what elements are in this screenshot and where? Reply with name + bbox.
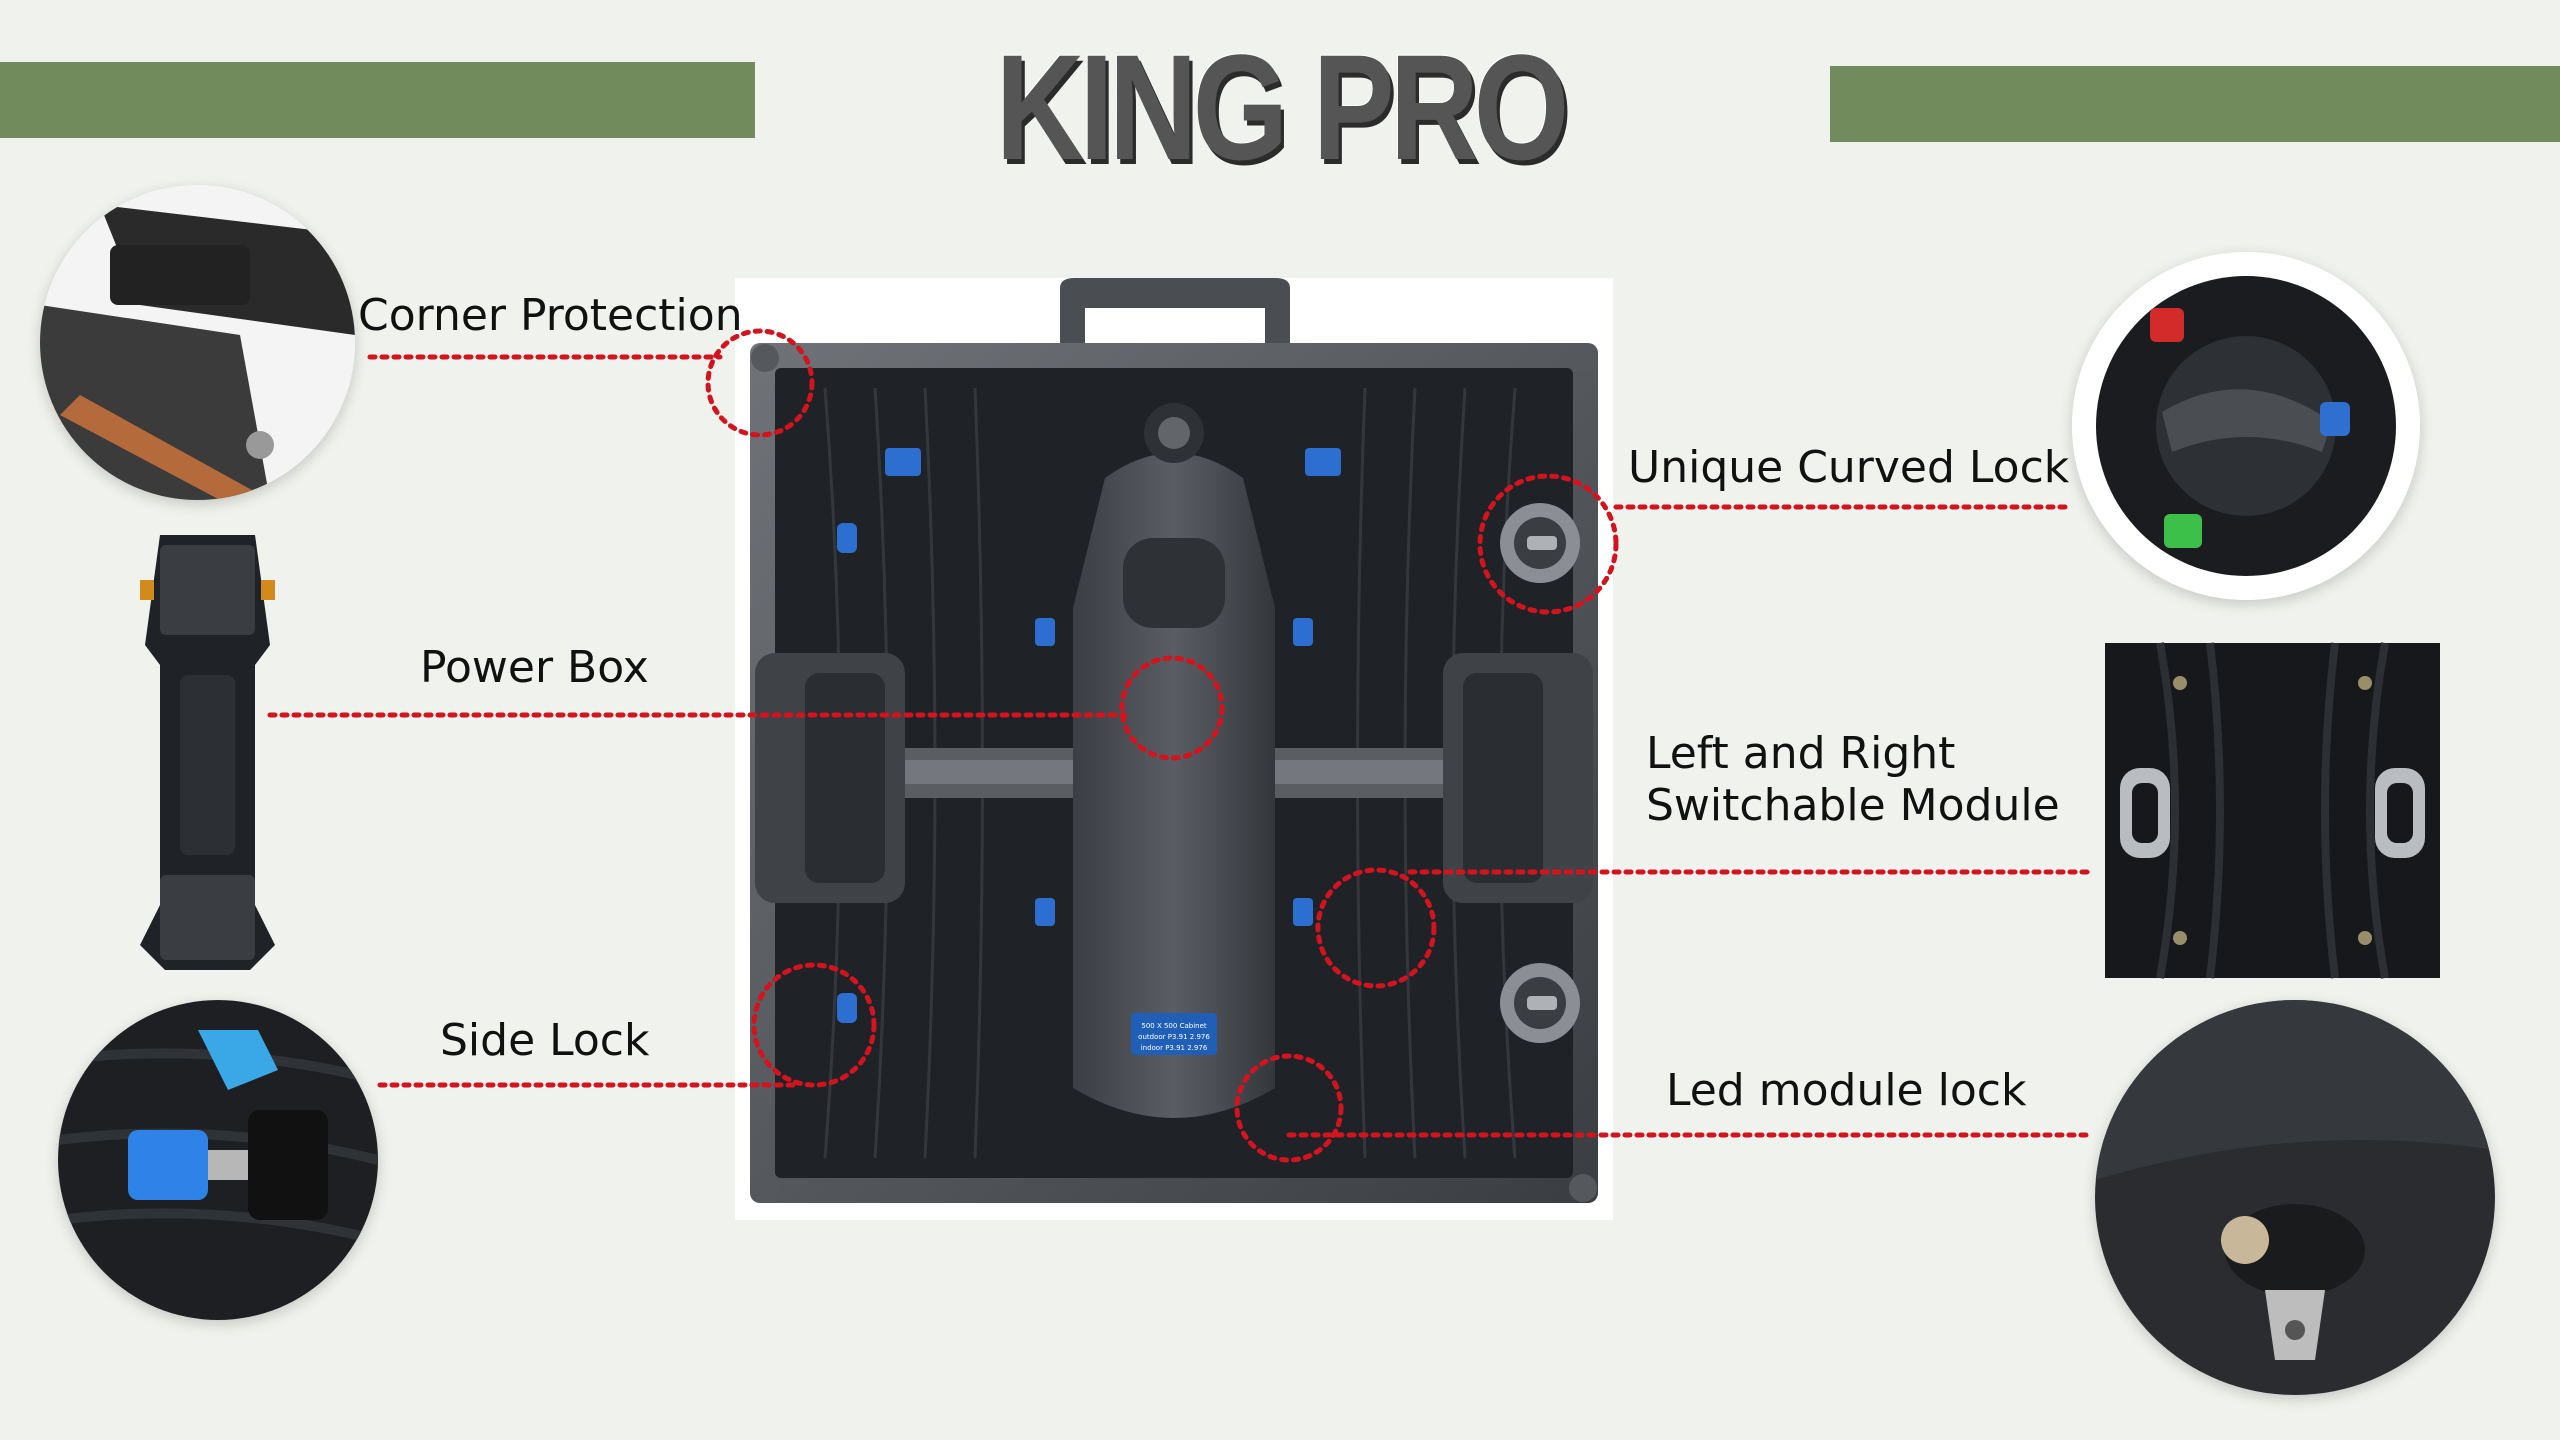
corner-protection-photo: [40, 185, 355, 500]
label-led-module-lock: Led module lock: [1666, 1065, 2027, 1116]
label-curved-lock: Unique Curved Lock: [1628, 442, 2070, 493]
badge-line1: 500 X 500 Cabinet: [1141, 1022, 1207, 1030]
power-box-photo: [105, 525, 310, 975]
badge-line3: indoor P3.91 2.976: [1141, 1044, 1208, 1052]
curved-lock-photo: [2072, 252, 2420, 600]
badge-line2: outdoor P3.91 2.976: [1138, 1033, 1210, 1041]
side-lock-photo: [58, 1000, 378, 1320]
label-corner-protection: Corner Protection: [358, 290, 743, 341]
header-bar-right: [1830, 66, 2560, 142]
cabinet-photo: 500 X 500 Cabinet outdoor P3.91 2.976 in…: [735, 278, 1613, 1220]
label-power-box: Power Box: [420, 642, 649, 693]
header-bar-left: [0, 62, 755, 138]
label-switchable-line1: Left and Right: [1646, 728, 1956, 779]
label-side-lock: Side Lock: [440, 1015, 650, 1066]
led-module-lock-photo: [2095, 1000, 2495, 1395]
page-title: KING PRO: [995, 23, 1570, 191]
module-photo: [2100, 638, 2445, 983]
label-switchable-line2: Switchable Module: [1646, 780, 2060, 831]
